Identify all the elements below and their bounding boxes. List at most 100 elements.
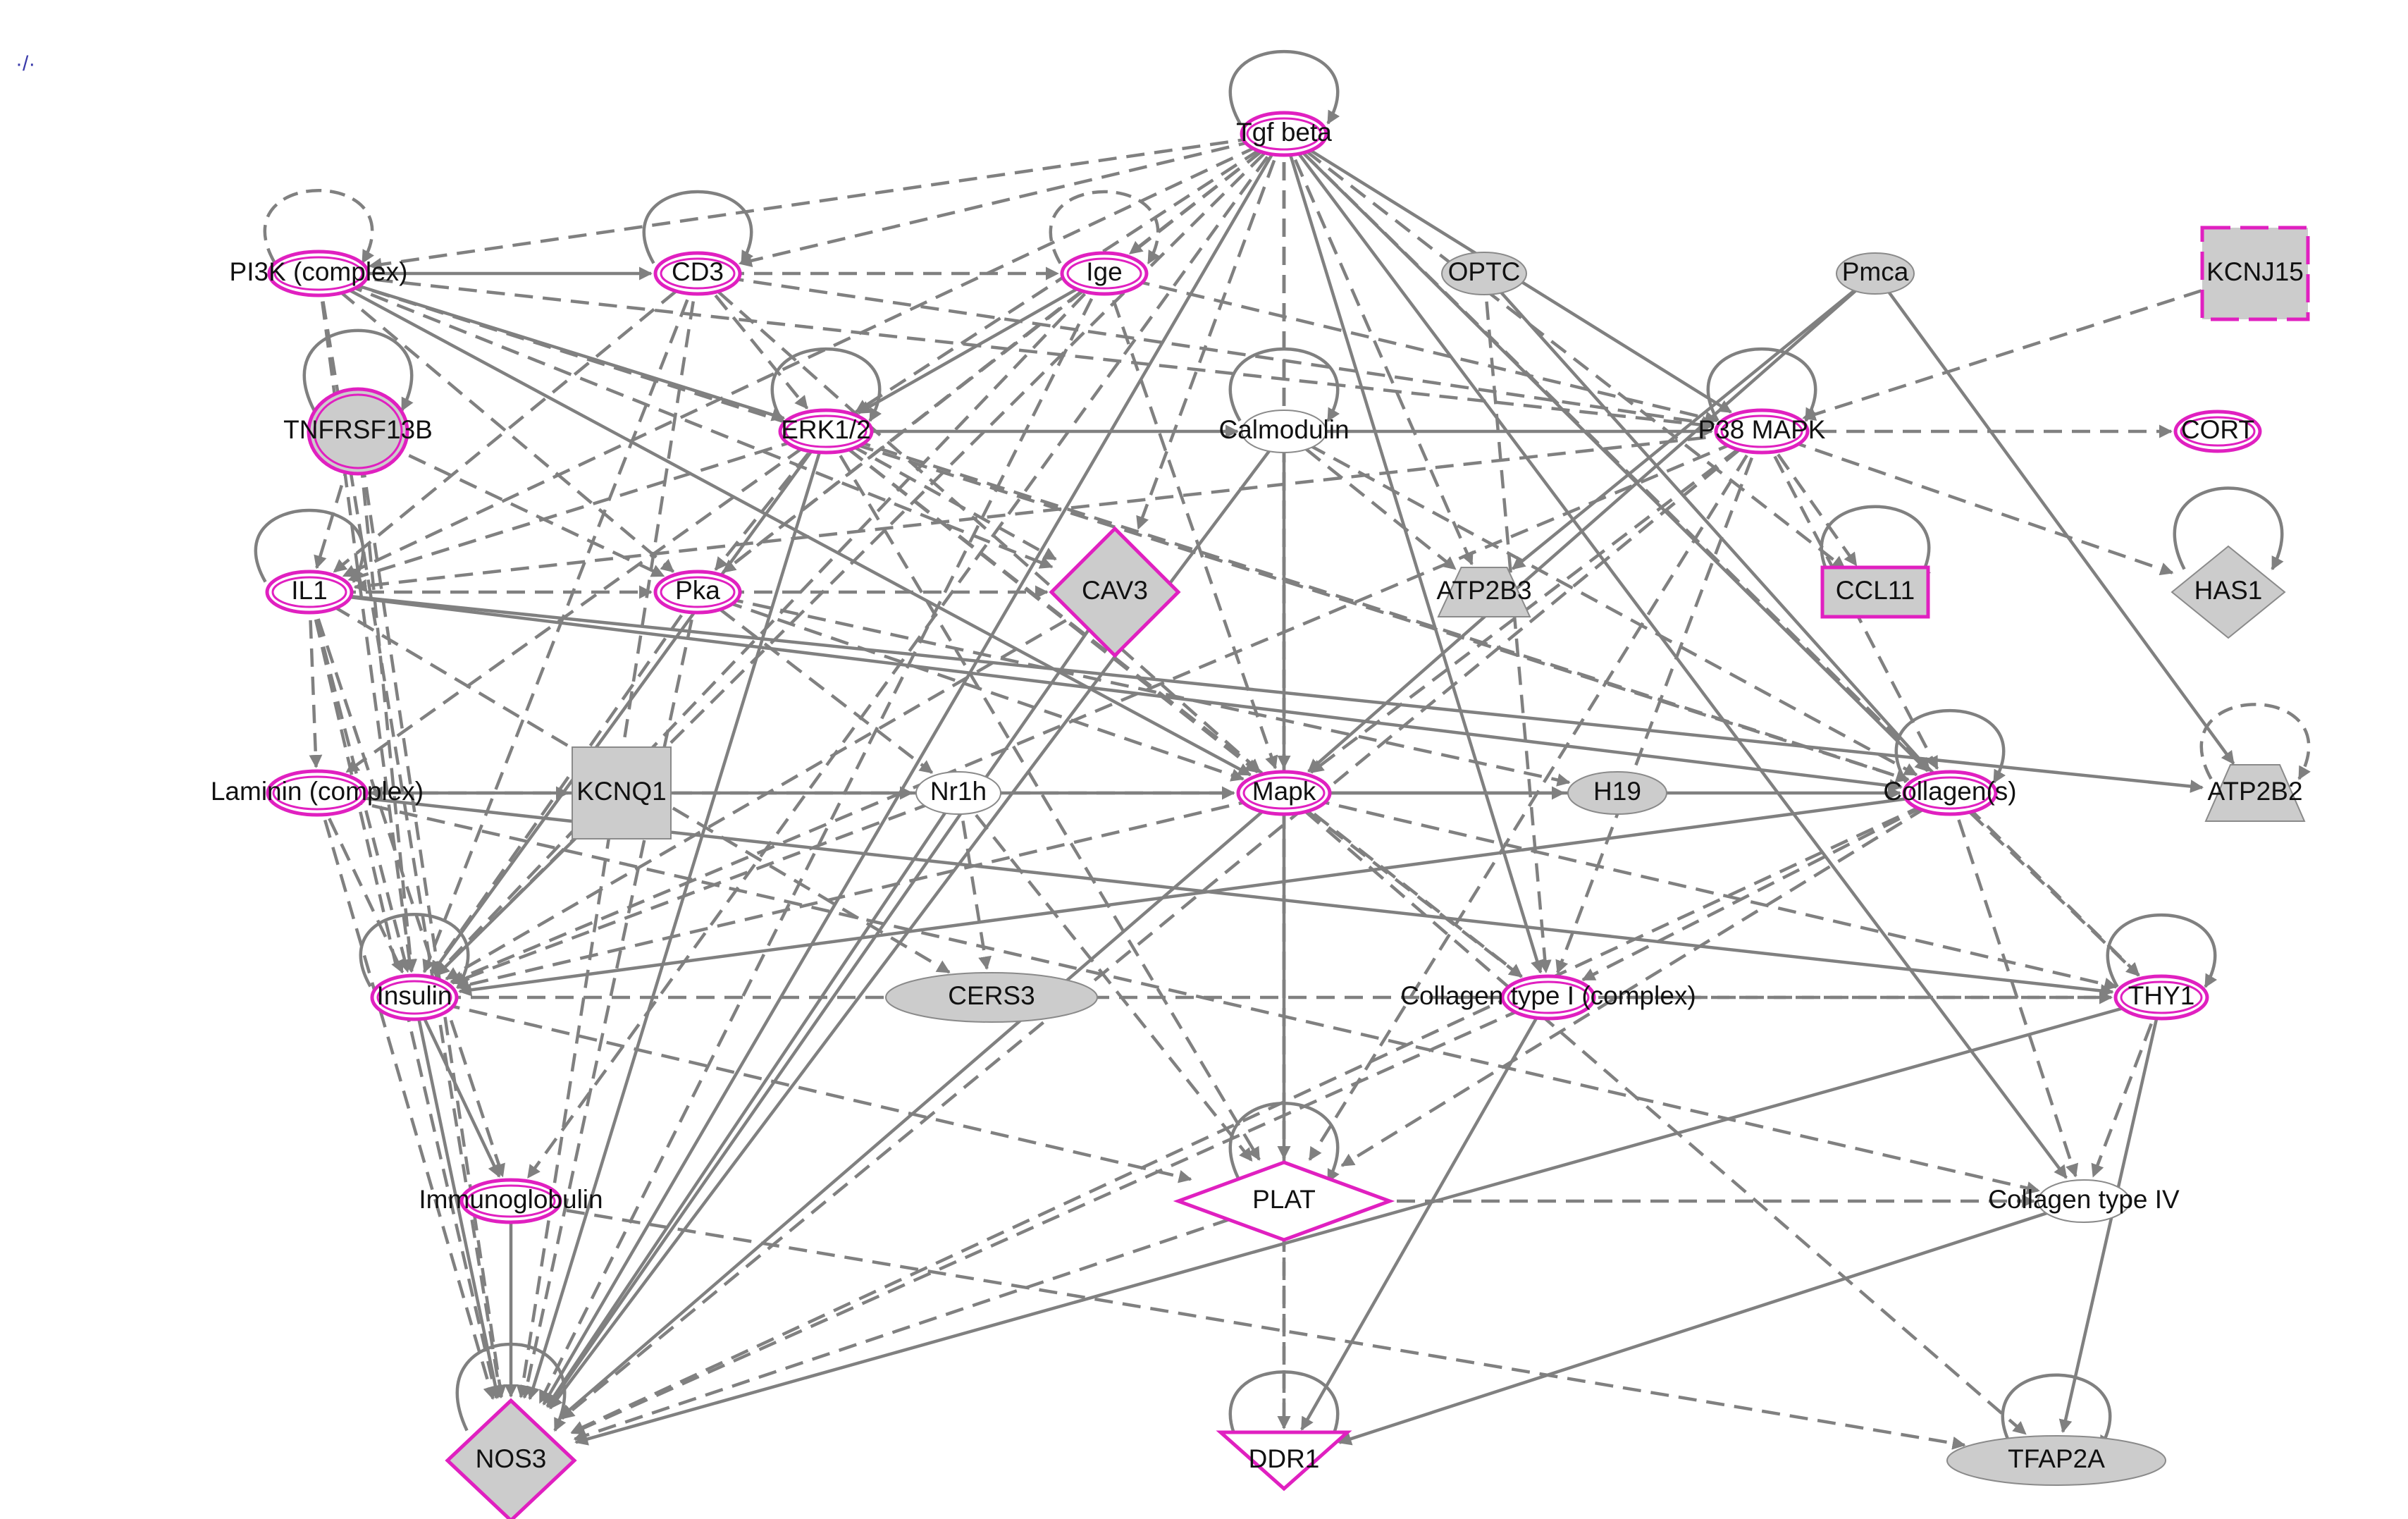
edge-ige-to-erk	[857, 272, 1106, 414]
node-inner-ring-p38	[1720, 414, 1803, 448]
edge-optc-to-col1	[1482, 273, 1552, 973]
edge-ige-to-p38	[1104, 271, 1719, 424]
node-label-kcnj15: KCNJ15	[2206, 257, 2304, 286]
edge-nr1h-to-nos3	[545, 792, 960, 1408]
node-plat[interactable]: PLAT	[1173, 1160, 1395, 1242]
node-atp2b2[interactable]: ATP2B2	[2204, 764, 2306, 822]
edge-erk-to-il1	[347, 429, 827, 583]
node-ddr1[interactable]: DDR1	[1216, 1430, 1352, 1492]
node-shape-erk	[778, 408, 874, 455]
node-label-kcnq1: KCNQ1	[576, 777, 666, 806]
node-pka[interactable]: Pka	[653, 570, 742, 615]
node-il1[interactable]: IL1	[265, 570, 354, 615]
edge-nr1h-to-insulin	[451, 791, 959, 985]
edge-pmca-to-mapk	[1307, 272, 1877, 773]
node-calmodulin[interactable]: Calmodulin	[1218, 410, 1350, 453]
node-erk[interactable]: ERK1/2	[778, 408, 874, 455]
edge-nr1h-to-cers3	[956, 792, 992, 970]
edge-pmca-to-atp2b3	[1512, 272, 1877, 570]
edge-collagens-to-nos3	[570, 791, 1951, 1434]
node-shape-calmodulin	[1241, 410, 1327, 453]
node-cers3[interactable]: CERS3	[885, 972, 1098, 1023]
edge-collagens-to-thy1	[1949, 792, 2140, 977]
edge-laminin-to-nos3	[315, 792, 496, 1401]
node-label-erk: ERK1/2	[781, 415, 871, 444]
node-pi3k[interactable]: PI3K (complex)	[230, 250, 408, 297]
node-tgfb[interactable]: Tgf beta	[1236, 111, 1332, 157]
node-inner-ring-thy1	[2120, 980, 2203, 1014]
node-pmca[interactable]: Pmca	[1836, 252, 1915, 295]
node-h19[interactable]: H19	[1567, 771, 1667, 815]
node-label-cd3: CD3	[672, 257, 724, 286]
node-shape-optc	[1441, 252, 1527, 295]
node-ccl11[interactable]: CCL11	[1820, 565, 1930, 619]
self-loop-erk	[770, 347, 882, 422]
edge-p38-to-has1	[1761, 429, 2174, 576]
edge-il1-to-laminin	[307, 591, 323, 768]
node-label-immuno: Immunoglobulin	[419, 1185, 603, 1214]
edge-il1-to-immuno	[307, 591, 505, 1178]
edge-il1-to-atp2b2	[309, 590, 2204, 793]
node-cav3[interactable]: CAV3	[1049, 526, 1181, 658]
node-col1[interactable]: Collagen type I (complex)	[1400, 974, 1696, 1021]
node-optc[interactable]: OPTC	[1441, 252, 1527, 295]
node-thy1[interactable]: THY1	[2113, 974, 2209, 1021]
edge-pka-to-nos3	[520, 591, 700, 1399]
edge-col4-to-ddr1	[1338, 1199, 2085, 1446]
node-shape-insulin	[370, 973, 459, 1021]
node-nr1h[interactable]: Nr1h	[915, 771, 1001, 815]
node-label-tfap2a: TFAP2A	[2008, 1444, 2105, 1473]
edge-mapk-to-insulin	[455, 791, 1285, 992]
node-label-cav3: CAV3	[1082, 576, 1148, 605]
node-inner-ring-il1	[271, 576, 347, 608]
node-has1[interactable]: HAS1	[2171, 545, 2286, 639]
node-inner-ring-pka	[660, 576, 736, 608]
edge-tgfb-to-thy1	[1283, 133, 2140, 977]
edge-tgfb-to-atp2b3	[1282, 133, 1474, 566]
node-col4[interactable]: Collagen type IV	[1988, 1179, 2180, 1223]
edge-insulin-to-nos3	[412, 997, 502, 1399]
node-shape-tgfb	[1240, 111, 1328, 157]
edge-cav3-to-insulin	[445, 591, 1116, 980]
node-mapk[interactable]: Mapk	[1236, 770, 1332, 816]
edge-tgfb-to-col4	[1283, 133, 2068, 1179]
node-atp2b3[interactable]: ATP2B3	[1436, 567, 1532, 617]
node-nos3[interactable]: NOS3	[445, 1398, 577, 1519]
edge-calmodulin-to-atp2b3	[1283, 430, 1457, 570]
node-label-has1: HAS1	[2194, 576, 2263, 605]
node-cd3[interactable]: CD3	[653, 251, 742, 296]
node-inner-ring-laminin	[272, 775, 362, 811]
node-label-plat: PLAT	[1252, 1185, 1316, 1214]
node-shape-nos3	[445, 1398, 577, 1519]
edge-calmodulin-to-collagens	[1283, 430, 1918, 777]
node-kcnq1[interactable]: KCNQ1	[572, 746, 672, 840]
edge-thy1-to-col4	[2091, 997, 2163, 1178]
edge-col1-to-nos3	[571, 995, 1549, 1435]
node-laminin[interactable]: Laminin (complex)	[211, 769, 424, 817]
node-shape-kcnq1	[572, 746, 672, 840]
node-kcnj15[interactable]: KCNJ15	[2200, 226, 2310, 321]
self-loop-plat	[1228, 1102, 1340, 1183]
edge-cav3-to-nos3	[546, 591, 1116, 1408]
edge-tgfb-to-il1	[342, 132, 1285, 578]
edge-laminin-to-insulin	[315, 792, 405, 974]
node-p38[interactable]: P38 MAPK	[1698, 408, 1826, 455]
node-tfap2a[interactable]: TFAP2A	[1946, 1435, 2166, 1486]
edge-erk-to-insulin	[430, 430, 827, 975]
edge-p38-to-plat	[1308, 430, 1763, 1161]
node-label-pmca: Pmca	[1842, 257, 1909, 286]
node-label-cort: CORT	[2181, 415, 2254, 444]
node-immuno[interactable]: Immunoglobulin	[419, 1178, 603, 1224]
node-shape-pmca	[1836, 252, 1915, 295]
edge-p38-to-collagens	[1760, 430, 1939, 770]
node-shape-p38	[1714, 408, 1810, 455]
node-inner-ring-mapk	[1242, 776, 1326, 810]
node-cort[interactable]: CORT	[2173, 410, 2262, 453]
node-tnfrsf13b[interactable]: TNFRSF13B	[283, 387, 433, 476]
edge-collagens-to-col4	[1948, 792, 2079, 1178]
node-collagens[interactable]: Collagen(s)	[1883, 770, 2017, 816]
node-ige[interactable]: Ige	[1060, 251, 1149, 296]
edge-pi3k-to-pka	[317, 272, 674, 573]
edge-tgfb-to-col1	[1282, 133, 1544, 974]
node-insulin[interactable]: Insulin	[370, 973, 459, 1021]
